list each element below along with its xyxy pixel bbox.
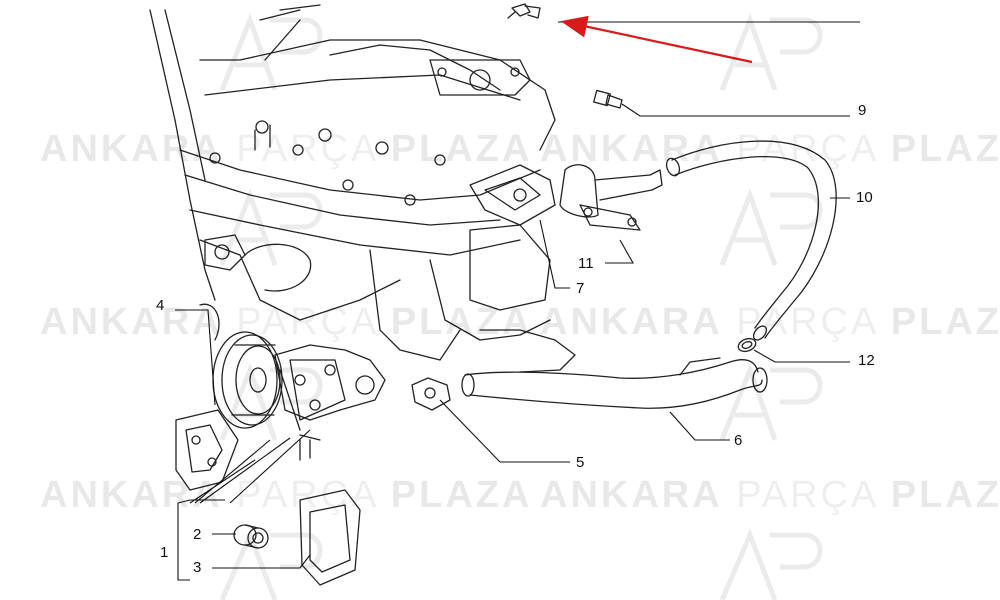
thermostat-housing xyxy=(469,164,556,226)
watermark-text: ANKARA PARÇA PLAZA xyxy=(540,301,1000,343)
gasket-5 xyxy=(411,377,451,411)
hose-10 xyxy=(665,140,837,341)
watermark-logos xyxy=(219,12,823,600)
outlet-pipe xyxy=(559,164,663,231)
callout-6: 6 xyxy=(734,432,743,449)
callout-2: 2 xyxy=(193,526,202,543)
watermark-text: ANKARA PARÇA PLAZA xyxy=(40,474,533,516)
callout-11: 11 xyxy=(578,255,594,272)
callout-4: 4 xyxy=(156,297,165,314)
callout-1: 1 xyxy=(160,544,169,561)
callout-7: 7 xyxy=(576,280,585,297)
hose-clamp-12 xyxy=(737,337,757,353)
watermark-text: ANKARA PARÇA PLAZA xyxy=(40,301,533,343)
callout-9: 9 xyxy=(858,102,867,119)
callout-5: 5 xyxy=(576,454,585,471)
callout-10: 10 xyxy=(856,189,873,206)
red-highlight-arrow xyxy=(560,15,753,64)
callout-3: 3 xyxy=(193,559,202,576)
watermark-text: ANKARA PARÇA PLAZA xyxy=(540,474,1000,516)
top-sensor xyxy=(507,3,541,19)
watermark-text: ANKARA PARÇA PLAZA xyxy=(540,128,1000,170)
leader-lines xyxy=(175,21,860,581)
callout-12: 12 xyxy=(858,352,875,369)
bearing-2 xyxy=(233,524,269,549)
coolant-pipe-6 xyxy=(461,357,768,409)
temp-sensor-9 xyxy=(593,89,623,109)
watermark-text: ANKARA PARÇA PLAZA xyxy=(40,128,533,170)
